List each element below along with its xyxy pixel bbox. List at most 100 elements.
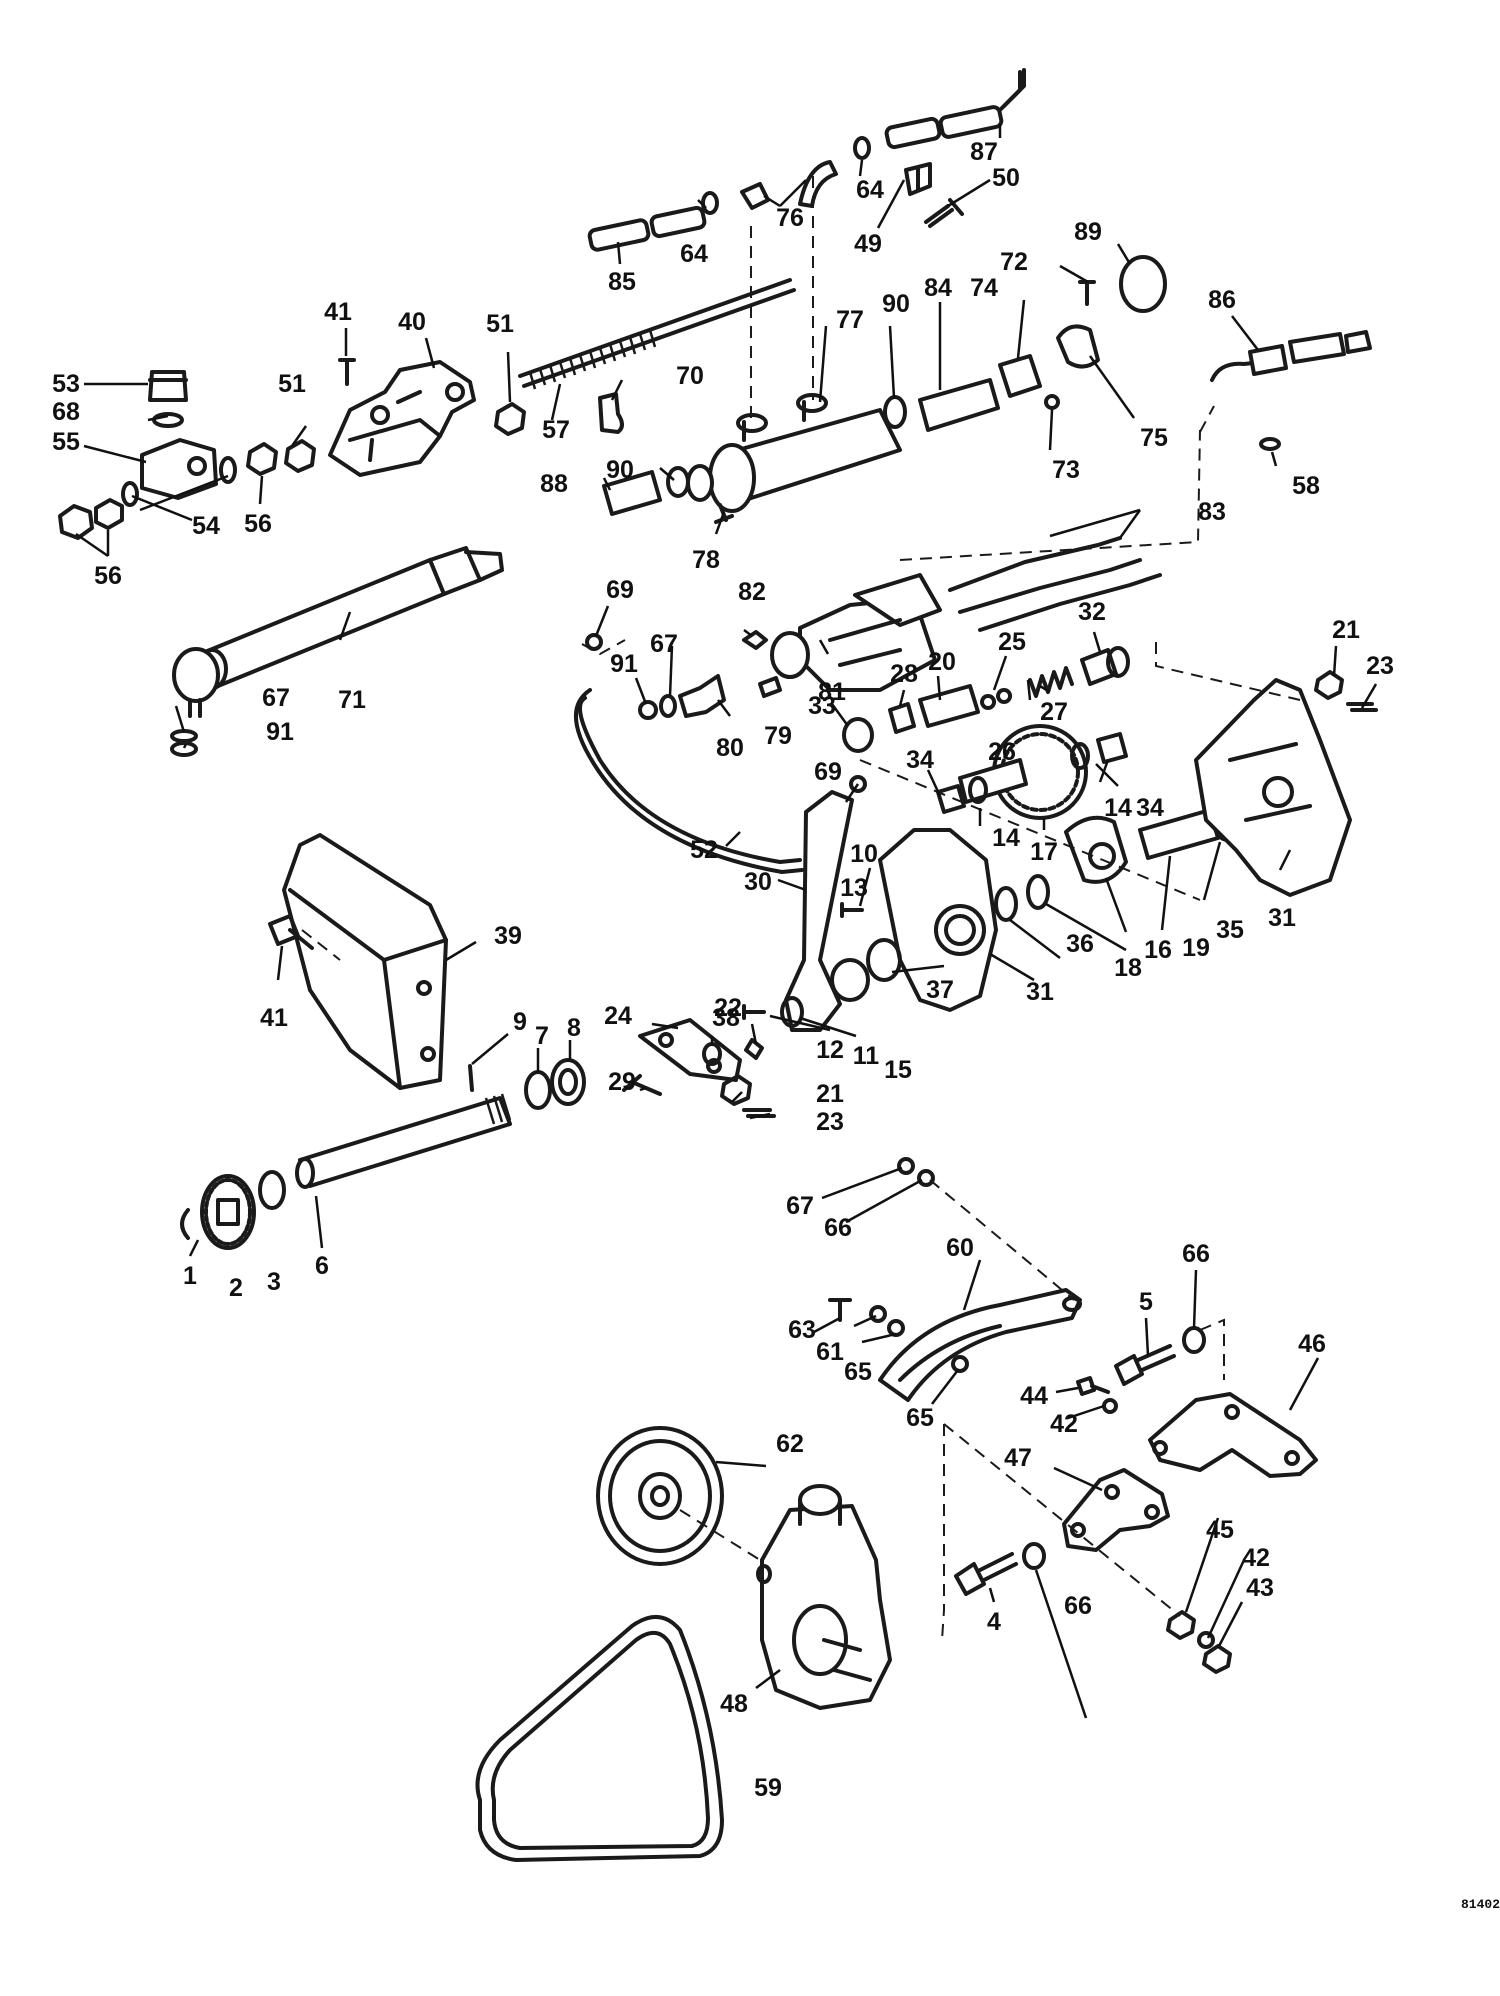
callout-91a: 91 bbox=[610, 650, 638, 678]
figure-code: 81402 bbox=[1461, 1897, 1500, 1912]
callout-66c: 66 bbox=[1064, 1592, 1092, 1620]
washer-42-bottom bbox=[1197, 1631, 1215, 1649]
plug-53 bbox=[148, 370, 188, 402]
callout-34a: 34 bbox=[906, 746, 934, 774]
seal-37 bbox=[866, 938, 902, 982]
clamp-89 bbox=[1119, 255, 1167, 313]
callout-71: 71 bbox=[338, 686, 366, 714]
callout-85: 85 bbox=[608, 268, 636, 296]
callout-47: 47 bbox=[1004, 1444, 1032, 1472]
callout-83: 83 bbox=[1198, 498, 1226, 526]
callout-69a: 69 bbox=[606, 576, 634, 604]
bolt-44 bbox=[1076, 1376, 1110, 1396]
seal-90-right bbox=[883, 395, 907, 429]
callout-17: 17 bbox=[1030, 838, 1058, 866]
callout-38: 38 bbox=[712, 1004, 740, 1032]
callout-41a: 41 bbox=[324, 298, 352, 326]
callout-21b: 21 bbox=[816, 1080, 844, 1108]
nut-21-top bbox=[1314, 670, 1344, 700]
spool-20 bbox=[918, 684, 980, 728]
bolt-63 bbox=[828, 1298, 852, 1322]
callout-9: 9 bbox=[513, 1008, 527, 1036]
oring-58 bbox=[1259, 437, 1281, 451]
callout-87: 87 bbox=[970, 138, 998, 166]
seal-8 bbox=[550, 1058, 586, 1106]
callout-40: 40 bbox=[398, 308, 426, 336]
elbow-fitting-76 bbox=[798, 160, 838, 208]
callout-37: 37 bbox=[926, 976, 954, 1004]
callout-48: 48 bbox=[720, 1690, 748, 1718]
callout-22: 22 bbox=[714, 994, 742, 1022]
washer-73 bbox=[1044, 394, 1060, 410]
clip-49 bbox=[904, 162, 932, 196]
callout-41b: 41 bbox=[260, 1004, 288, 1032]
pump-48 bbox=[756, 1484, 892, 1710]
callout-90a: 90 bbox=[882, 290, 910, 318]
housing-31-left bbox=[878, 828, 998, 1012]
clamp-64-left bbox=[701, 191, 719, 215]
callout-44: 44 bbox=[1020, 1382, 1048, 1410]
lever-30 bbox=[784, 790, 854, 1032]
washer-54b bbox=[121, 481, 139, 507]
callout-62: 62 bbox=[776, 1430, 804, 1458]
leader-lines bbox=[75, 124, 1378, 1719]
nut-69-mid bbox=[849, 775, 867, 793]
callout-28: 28 bbox=[890, 660, 918, 688]
callout-18: 18 bbox=[1114, 954, 1142, 982]
gear-2 bbox=[200, 1174, 256, 1250]
oring-26 bbox=[980, 688, 1013, 710]
callout-20: 20 bbox=[928, 648, 956, 676]
callout-6: 6 bbox=[315, 1252, 329, 1280]
callout-27: 27 bbox=[1040, 698, 1068, 726]
washer-67 bbox=[659, 694, 677, 718]
hose-85-assembly bbox=[587, 205, 707, 252]
shaft-19 bbox=[1138, 808, 1220, 860]
callout-78: 78 bbox=[692, 546, 720, 574]
callout-31b: 31 bbox=[1026, 978, 1054, 1006]
callout-2: 2 bbox=[229, 1274, 243, 1302]
callout-25: 25 bbox=[998, 628, 1026, 656]
cam-16 bbox=[1064, 815, 1128, 884]
nut-69-top bbox=[585, 633, 603, 651]
bolt-22 bbox=[744, 1038, 764, 1060]
seal-34-left bbox=[936, 784, 966, 814]
callout-77: 77 bbox=[836, 306, 864, 334]
nut-56a bbox=[58, 504, 94, 540]
cylinder-71 bbox=[170, 546, 504, 757]
callout-21a: 21 bbox=[1332, 616, 1360, 644]
lines-83 bbox=[948, 536, 1162, 632]
bolt-41-left bbox=[268, 914, 314, 950]
callout-42a: 42 bbox=[1050, 1410, 1078, 1438]
callout-86: 86 bbox=[1208, 286, 1236, 314]
callout-35: 35 bbox=[1216, 916, 1244, 944]
washer-65-top bbox=[887, 1319, 905, 1337]
seal-36 bbox=[994, 886, 1018, 922]
washer-68 bbox=[152, 412, 184, 428]
callout-23a: 23 bbox=[1366, 652, 1394, 680]
washer-14-left bbox=[968, 776, 988, 804]
washer-66-bottom bbox=[1022, 1542, 1046, 1570]
seal-33 bbox=[842, 717, 874, 753]
nut-43 bbox=[1202, 1644, 1232, 1674]
callout-50: 50 bbox=[992, 164, 1020, 192]
clamp-64-right bbox=[853, 136, 871, 160]
washer-65-bottom bbox=[951, 1355, 969, 1373]
nut-82 bbox=[742, 630, 768, 650]
callout-45: 45 bbox=[1206, 1516, 1234, 1544]
callout-14a: 14 bbox=[992, 824, 1020, 852]
tube-52 bbox=[578, 696, 802, 864]
bolt-12 bbox=[742, 1004, 766, 1020]
nut-51-left bbox=[284, 439, 316, 473]
spring-27 bbox=[1028, 666, 1074, 698]
callout-46: 46 bbox=[1298, 1330, 1326, 1358]
callout-34b: 34 bbox=[1136, 794, 1164, 822]
seal-34-right bbox=[1096, 732, 1128, 764]
callout-74: 74 bbox=[970, 274, 998, 302]
fitting-86 bbox=[1210, 330, 1372, 382]
callout-75: 75 bbox=[1140, 424, 1168, 452]
nut-51-top bbox=[494, 402, 526, 436]
callout-36: 36 bbox=[1066, 930, 1094, 958]
callout-65a: 65 bbox=[844, 1358, 872, 1386]
clip-70 bbox=[598, 392, 624, 434]
callout-73: 73 bbox=[1052, 456, 1080, 484]
